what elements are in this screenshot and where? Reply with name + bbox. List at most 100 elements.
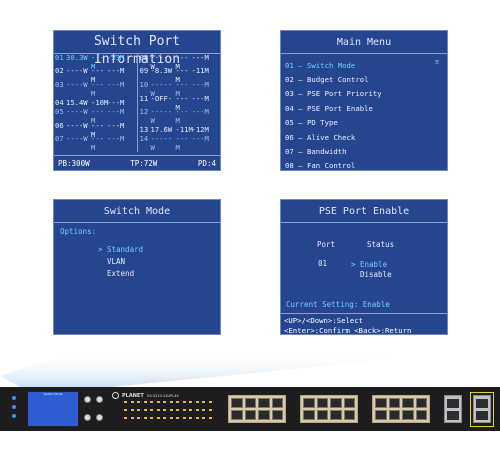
status-led-icon xyxy=(12,396,16,400)
options-label: Options: xyxy=(60,227,97,236)
screen-title: Switch Mode xyxy=(103,206,171,217)
port-power: -----W xyxy=(150,79,173,98)
up-button[interactable] xyxy=(96,396,103,403)
option-enable[interactable]: >Enable xyxy=(351,259,388,269)
port-max: ---M xyxy=(107,120,125,130)
switch-mode-screen: Switch Mode Options: >Standard VLAN Exte… xyxy=(53,199,221,335)
port-number: 07 xyxy=(55,134,64,144)
table-row: 03----W---M---M 10-----W---M---M xyxy=(55,79,221,98)
port-header: Port xyxy=(317,240,336,249)
menu-button[interactable] xyxy=(84,396,91,403)
selection-marker-icon: > xyxy=(351,259,356,269)
lcd-projection-beam xyxy=(0,352,468,390)
rj45-port-group xyxy=(372,395,430,423)
port-current: ---M xyxy=(175,66,189,85)
port-number: 14 xyxy=(139,134,149,144)
menu-item-fan-control[interactable]: 08 –Fan Control xyxy=(285,161,356,171)
selection-marker-icon: > xyxy=(98,244,103,254)
menu-item-budget-control[interactable]: 02 –Budget Control xyxy=(285,75,369,85)
port-max: ---M xyxy=(191,93,209,103)
port-power: ----W xyxy=(66,107,88,117)
port-number: 10 xyxy=(139,79,149,89)
help-line: <UP>/<Down>:Select xyxy=(284,316,364,325)
screen-title: Main Menu xyxy=(336,37,392,48)
table-row: 02----W---M---M 09-8.3W---M-11M xyxy=(55,66,221,85)
pd-count: PD:4 xyxy=(197,158,216,168)
scrollbar-icon: ≡ xyxy=(434,58,439,66)
port-power: 15.4W xyxy=(66,98,88,108)
option-disable[interactable]: Disable xyxy=(360,269,392,279)
menu-item-bandwidth[interactable]: 07 –Bandwidth xyxy=(285,147,347,157)
port-power: -----W xyxy=(150,134,173,153)
status-options: >Enable Disable xyxy=(351,259,392,279)
screen-title: PSE Port Enable xyxy=(318,206,410,217)
port-current: ---M xyxy=(175,107,189,126)
port-max: ---M xyxy=(107,66,125,76)
port-current: ---M xyxy=(91,52,104,71)
divider xyxy=(54,222,220,223)
key-help: <UP>/<Down>:Select <Enter>:Confirm <Back… xyxy=(281,313,447,338)
port-current: ---M xyxy=(91,66,104,85)
down-button[interactable] xyxy=(96,414,103,421)
status-led-icon xyxy=(12,414,16,418)
help-line: <Enter>:Confirm <Back>:Return xyxy=(284,326,412,335)
port-power: ----W xyxy=(66,120,88,130)
lcd-title: Switch Mode xyxy=(43,392,63,396)
table-row: 05----W---M---M 12-----W---M---M xyxy=(55,107,221,126)
port-max: ---M xyxy=(107,107,125,117)
port-power: ----W xyxy=(66,66,88,76)
main-menu-screen: Main Menu ≡ 01 –Switch Mode 02 –Budget C… xyxy=(280,30,448,171)
table-row: 07----W---M---M 14-----W---M---M xyxy=(55,134,221,153)
port-number: 09 xyxy=(139,66,149,76)
port-power: -8.3W xyxy=(150,66,173,76)
port-current: ---M xyxy=(91,79,104,98)
port-max: -33M xyxy=(107,52,125,62)
port-power: ----W xyxy=(66,79,88,89)
port-current: ---M xyxy=(91,134,104,153)
port-max: -12M xyxy=(191,125,209,135)
brand-label: PLANET GS-5220-24UPL4X xyxy=(112,392,179,399)
port-power: -----W xyxy=(150,107,173,126)
mode-options: >Standard VLAN Extend xyxy=(98,243,143,279)
menu-item-switch-mode[interactable]: 01 –Switch Mode xyxy=(285,60,356,70)
port-number: 01 xyxy=(55,52,64,62)
port-current: ---M xyxy=(175,134,189,153)
port-number: 03 xyxy=(55,79,64,89)
port-number: 02 xyxy=(55,66,64,76)
lcd-display: Switch Mode xyxy=(28,392,78,426)
port-current: ---M xyxy=(175,93,189,112)
option-extend[interactable]: Extend xyxy=(107,268,135,278)
menu-item-alive-check[interactable]: 06 –Alive Check xyxy=(285,132,356,142)
port-number: 04 xyxy=(55,98,64,108)
rj45-port-group xyxy=(300,395,358,423)
port-number: 05 xyxy=(55,107,64,117)
port-number: 12 xyxy=(139,107,149,117)
current-setting: Current Setting: Enable xyxy=(286,300,390,309)
port-max: ---M xyxy=(191,134,209,144)
option-vlan[interactable]: VLAN xyxy=(107,256,126,266)
menu-item-pse-port-enable[interactable]: 04 –PSE Port Enable xyxy=(285,103,373,113)
rj45-port-group xyxy=(228,395,286,423)
port-max: ---M xyxy=(107,79,125,89)
menu-item-pd-type[interactable]: 05 –PD Type xyxy=(285,118,338,128)
port-led-array xyxy=(124,401,212,423)
port-max: ---M xyxy=(191,52,209,62)
menu-item-pse-port-priority[interactable]: 03 –PSE Port Priority xyxy=(285,89,382,99)
total-power: TP:72W xyxy=(130,158,158,168)
port-current: -11M xyxy=(175,125,193,135)
switch-front-panel: Switch Mode PLANET GS-5220-24UPL4X xyxy=(0,387,500,431)
divider xyxy=(281,53,447,54)
select-button[interactable] xyxy=(84,414,91,421)
planet-logo-icon xyxy=(112,392,119,399)
pse-port-enable-screen: PSE Port Enable Port Status 01 >Enable D… xyxy=(280,199,448,335)
divider xyxy=(281,222,447,223)
option-standard[interactable]: >Standard xyxy=(98,244,144,254)
power-summary: PB:300W TP:72W PD:4 xyxy=(54,155,220,170)
port-number: 01 xyxy=(318,259,328,268)
port-current: ---M xyxy=(91,107,104,126)
port-power: -OFF- xyxy=(150,93,173,103)
